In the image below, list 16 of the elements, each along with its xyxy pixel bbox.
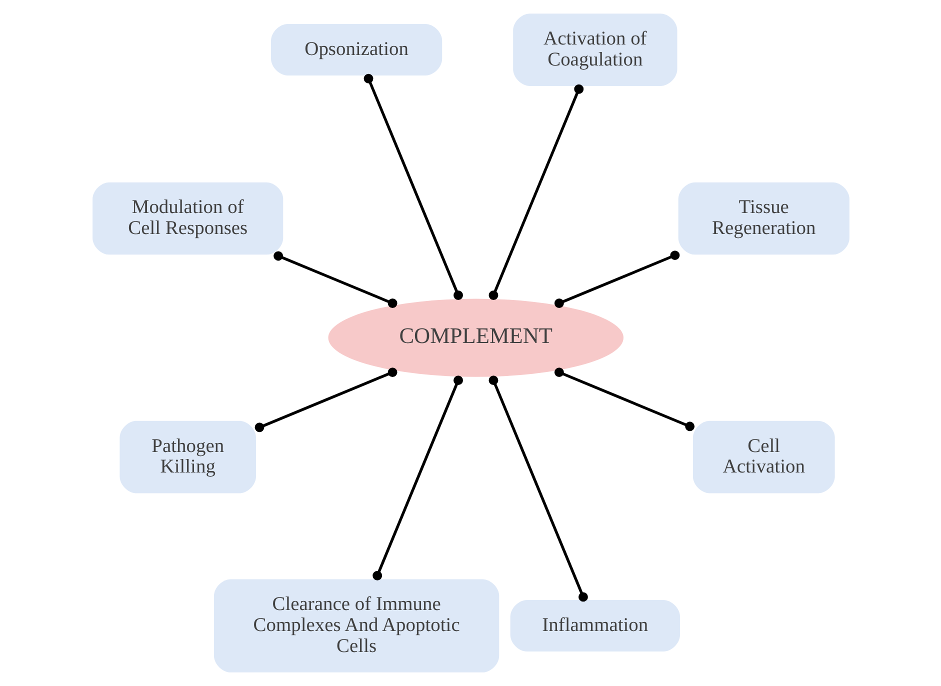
node-box: Inflammation	[510, 600, 680, 652]
node-box: Clearance of Immune Complexes And Apoptotic Cells	[213, 579, 499, 672]
node-box: Modulation of Cell Responses	[92, 182, 283, 255]
node-box: Cell Activation	[692, 420, 834, 494]
connector	[363, 74, 462, 300]
connector	[554, 368, 694, 432]
node-box: Activation of Coagulation	[512, 14, 677, 86]
connector	[488, 84, 584, 300]
connector	[254, 368, 397, 432]
connector	[273, 251, 397, 308]
connector	[488, 376, 588, 602]
connector	[372, 376, 462, 580]
node-box: Pathogen Killing	[119, 420, 256, 494]
connector	[554, 250, 680, 308]
node-box: Opsonization	[270, 24, 442, 76]
node-box: Tissue Regeneration	[678, 182, 849, 255]
